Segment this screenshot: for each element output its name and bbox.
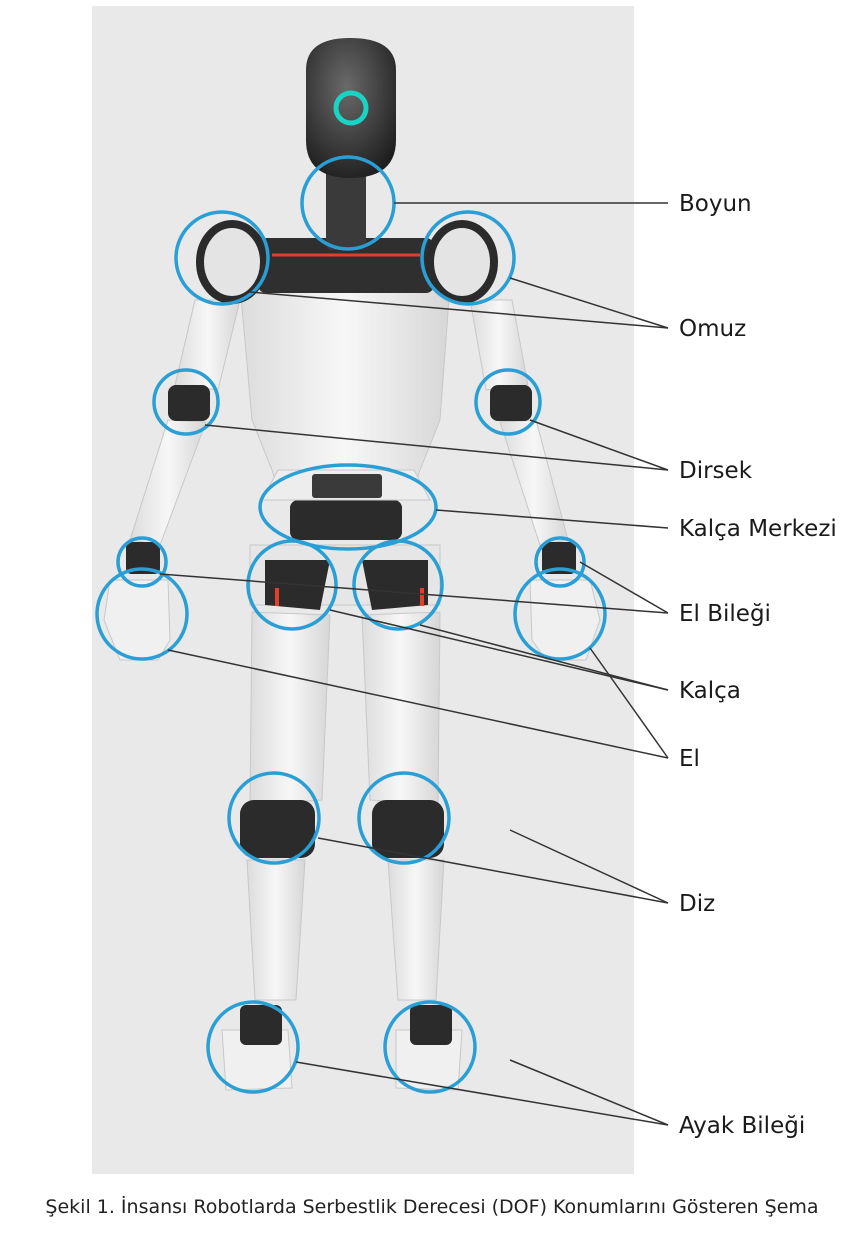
left-hip-accent: [275, 588, 279, 606]
joint-left-hip: [246, 539, 338, 631]
waist-panel: [312, 474, 382, 498]
left-knee-actuator: [240, 800, 315, 858]
right-shin: [387, 859, 445, 1001]
left-hand: [103, 579, 171, 661]
left-elbow-actuator: [168, 385, 210, 421]
joint-hip-center: [258, 463, 438, 551]
joint-right-knee: [357, 771, 451, 865]
leader-lines: [159, 202, 669, 1126]
joint-left-ankle: [206, 1000, 300, 1094]
label-hand: El: [679, 746, 700, 772]
joint-left-hand: [95, 567, 189, 661]
label-elbow: Dirsek: [679, 458, 753, 484]
right-ankle-actuator: [410, 1005, 452, 1045]
leader-hip-right: [419, 624, 669, 691]
right-upper-arm: [469, 299, 529, 391]
joint-right-hip: [352, 539, 444, 631]
torso: [239, 284, 451, 501]
left-shoulder-actuator: [196, 220, 268, 304]
leader-wrist-right: [579, 561, 669, 614]
left-thigh: [249, 611, 331, 806]
right-hip-accent: [420, 588, 424, 606]
joint-right-elbow: [474, 368, 542, 436]
robot-illustration: [103, 38, 601, 1091]
left-wrist-actuator: [126, 542, 160, 574]
joint-left-wrist: [116, 536, 168, 588]
label-neck: Boyun: [679, 191, 752, 217]
head: [306, 38, 396, 178]
right-shoulder-actuator: [426, 220, 498, 304]
head-ring-icon: [333, 90, 369, 126]
leader-shoulder-left: [249, 291, 669, 329]
label-wrist: El Bileği: [679, 601, 771, 627]
label-ankle: Ayak Bileği: [679, 1113, 805, 1139]
leader-elbow-right: [529, 419, 669, 471]
right-elbow-actuator: [490, 385, 532, 421]
joint-right-wrist: [534, 536, 586, 588]
joint-right-ankle: [383, 1000, 477, 1094]
right-thigh: [361, 611, 441, 806]
label-knee: Diz: [679, 891, 715, 917]
right-knee-actuator: [372, 800, 444, 858]
leader-knee-left: [317, 837, 669, 904]
leader-elbow-left: [204, 424, 669, 471]
joint-left-knee: [227, 771, 321, 865]
leader-hand-right: [589, 647, 669, 759]
leader-knee-right: [509, 829, 669, 904]
waist-actuator: [290, 500, 402, 540]
joint-left-elbow: [152, 368, 220, 436]
joint-markers: [95, 155, 607, 1094]
right-wrist-actuator: [542, 542, 576, 574]
joint-right-shoulder: [420, 210, 516, 306]
label-hip-center: Kalça Merkezi: [679, 516, 837, 542]
leader-hip-left: [329, 609, 669, 691]
figure-caption: Şekil 1. İnsansı Robotlarda Serbestlik D…: [45, 1196, 819, 1218]
left-shin: [246, 859, 306, 1001]
leader-shoulder-right: [509, 277, 669, 329]
right-hip-actuator: [362, 560, 428, 610]
joint-left-shoulder: [174, 210, 270, 306]
leader-hand-left: [167, 649, 669, 759]
leader-ankle-left: [295, 1061, 669, 1126]
left-ankle-actuator: [240, 1005, 282, 1045]
neck-frame: [326, 165, 366, 250]
joint-right-hand: [513, 567, 607, 661]
label-hip: Kalça: [679, 678, 741, 704]
leader-wrist-left: [159, 573, 669, 614]
chest-frame: [258, 238, 434, 293]
leader-ankle-right: [509, 1059, 669, 1126]
label-shoulder: Omuz: [679, 316, 746, 342]
joint-labels: Boyun Omuz Dirsek Kalça Merkezi El Bileğ…: [679, 191, 837, 1139]
leader-hip-center: [435, 509, 669, 529]
